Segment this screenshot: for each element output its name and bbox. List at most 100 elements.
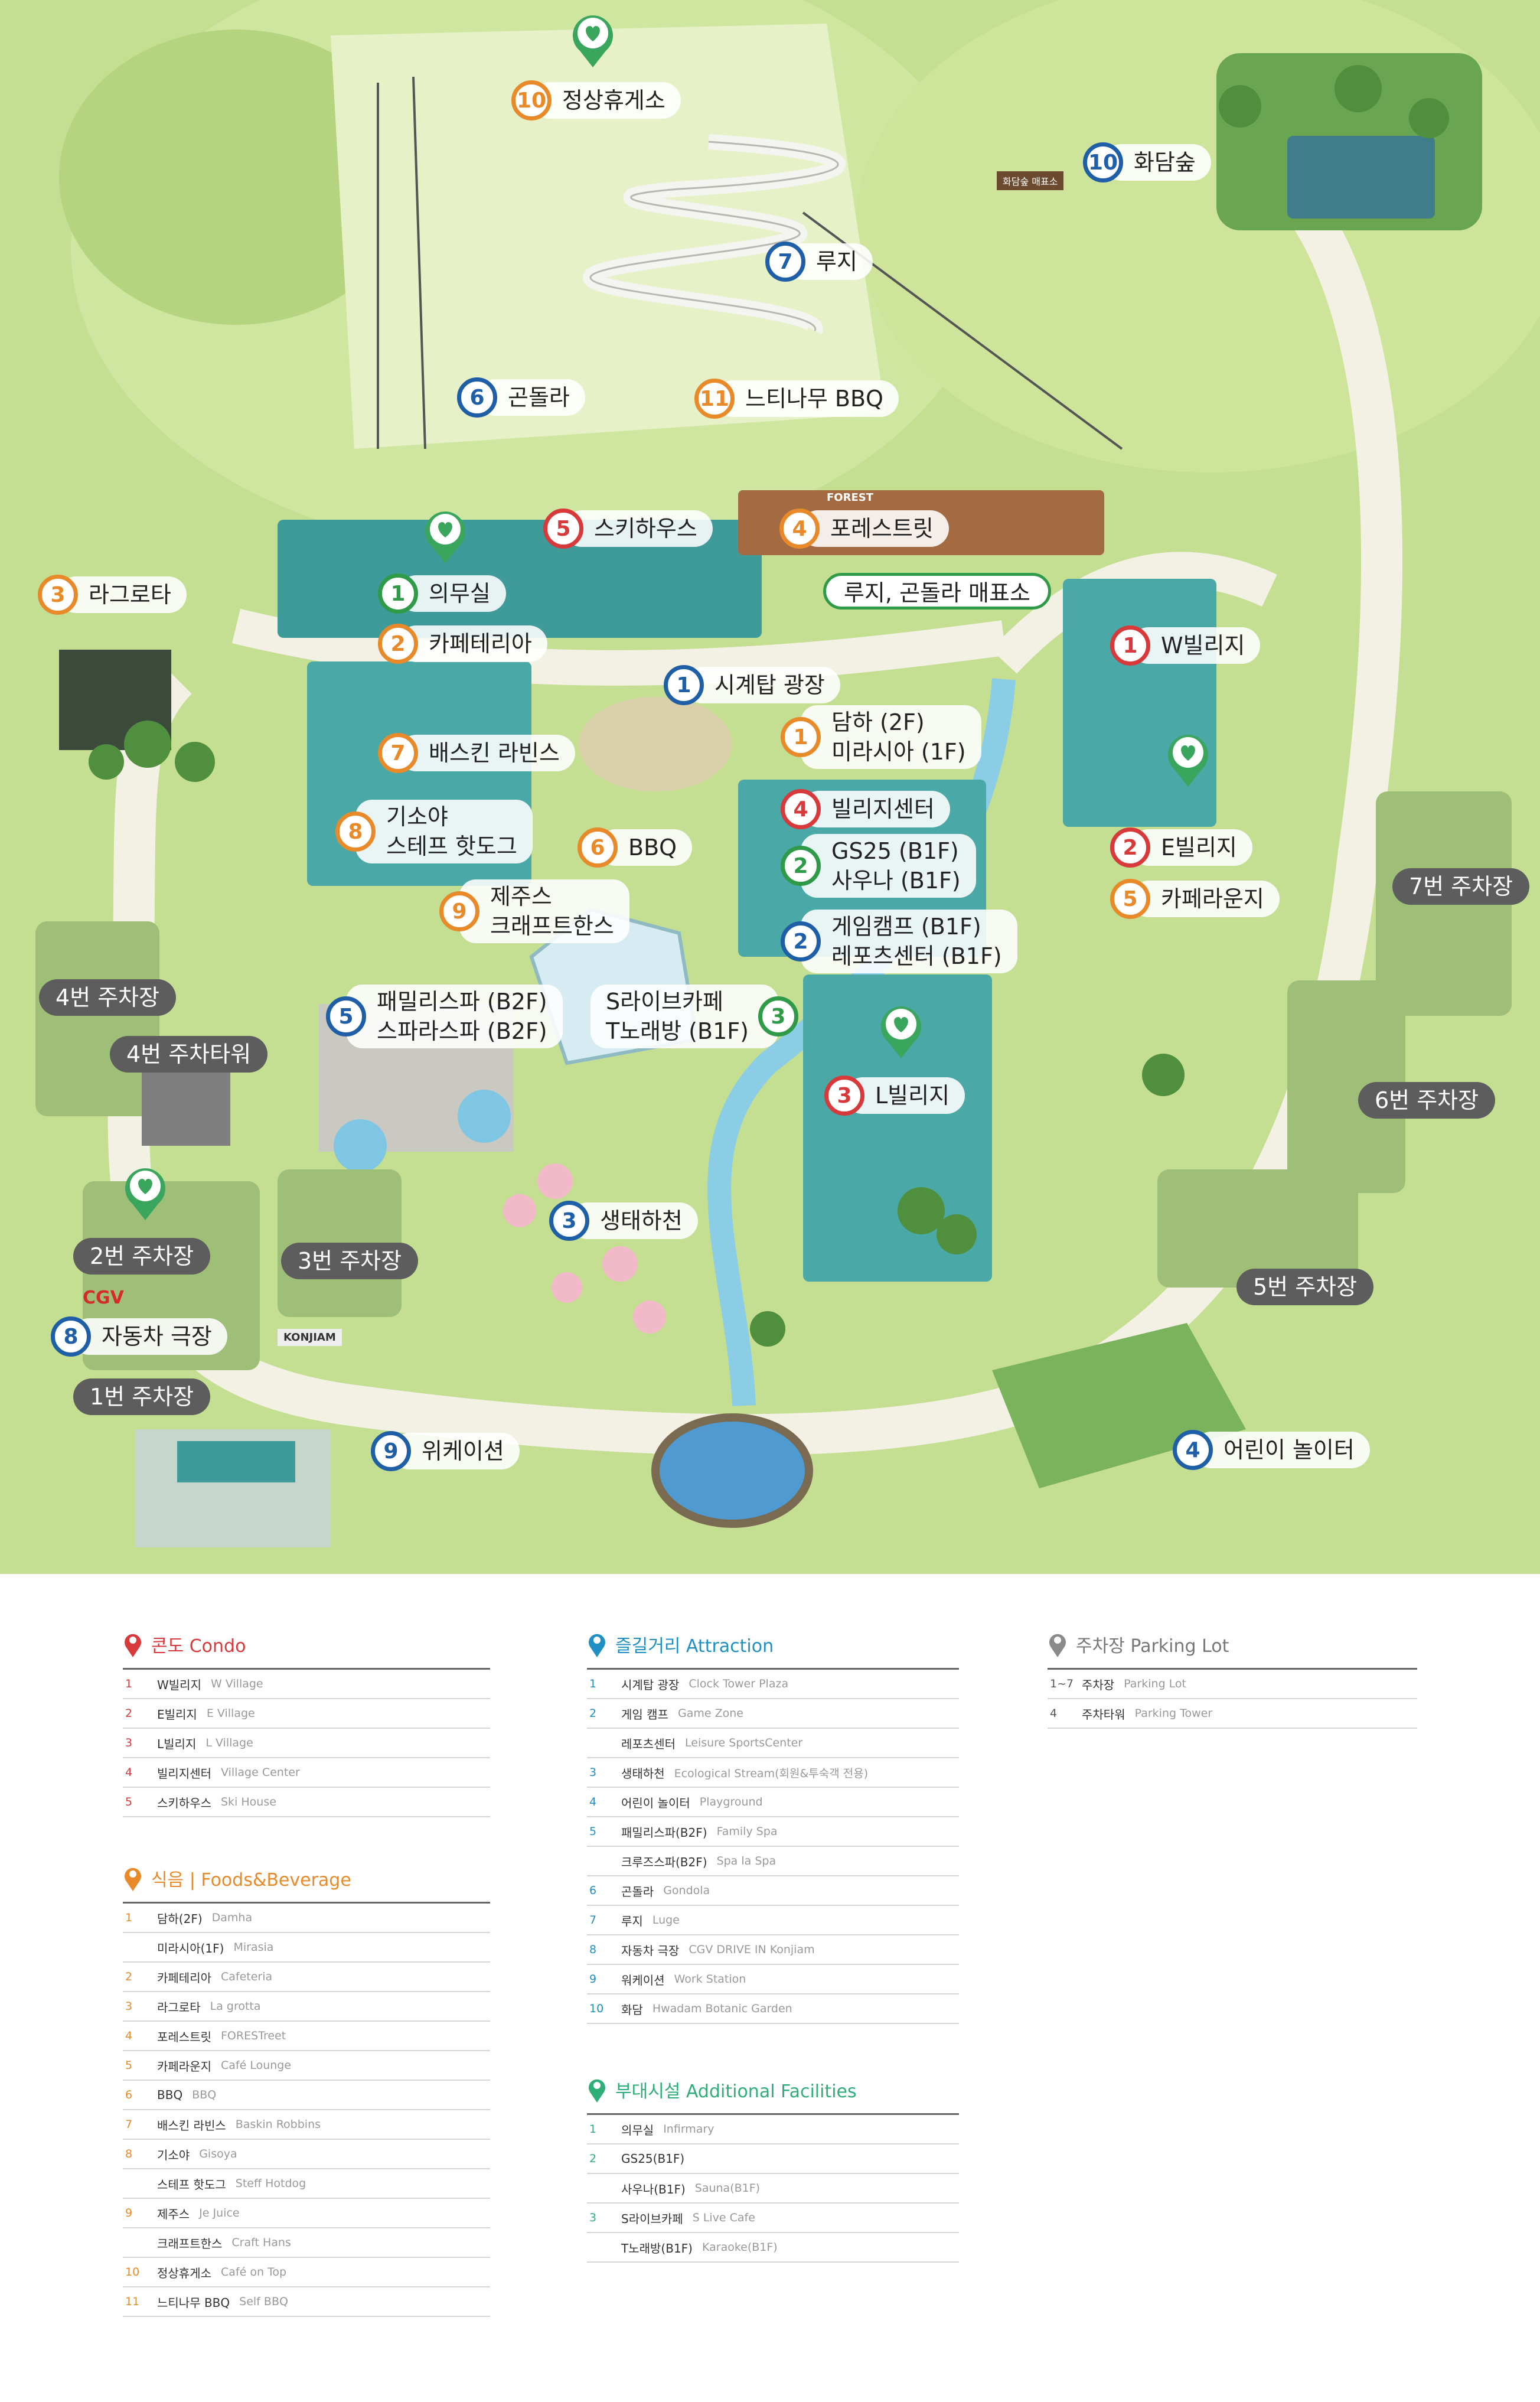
legend-row-english: Hwadam Botanic Garden xyxy=(652,2002,792,2015)
legend-row-english: Village Center xyxy=(221,1766,300,1779)
map-marker-food-7[interactable]: 7 배스킨 라빈스 xyxy=(378,732,575,774)
legend-row-english: FORESTreet xyxy=(221,2029,286,2042)
legend-row-number: 3 xyxy=(125,1736,133,1749)
map-marker-attraction-9[interactable]: 9 위케이션 xyxy=(371,1430,520,1472)
legend-title: 식음 | Foods&Beverage xyxy=(151,1870,351,1891)
map-marker-attraction-10[interactable]: 10 화담숲 xyxy=(1083,142,1211,183)
legend-title: 즐길거리 Attraction xyxy=(615,1636,774,1657)
map-marker-food-4[interactable]: 4 포레스트릿 xyxy=(779,508,949,549)
legend-row-korean: 스키하우스 xyxy=(157,1795,211,1810)
map-marker-attraction-6[interactable]: 6 곤돌라 xyxy=(457,377,585,418)
map-marker-food-2[interactable]: 2 카페테리아 xyxy=(378,623,547,664)
marker-number: 4 xyxy=(1173,1430,1213,1470)
legend-row-korean: 워케이션 xyxy=(621,1973,665,1987)
legend-row-korean: 배스킨 라빈스 xyxy=(157,2118,226,2133)
ticket-office-label[interactable]: 루지, 곤돌라 매표소 xyxy=(823,573,1051,610)
marker-number: 3 xyxy=(758,996,798,1037)
parking-label-7[interactable]: 7번 주차장 xyxy=(1392,868,1530,905)
legend-row-korean: 포레스트릿 xyxy=(157,2029,211,2044)
map-marker-condo-5[interactable]: 5 스키하우스 xyxy=(543,508,713,549)
map-marker-facility-1[interactable]: 1 의무실 xyxy=(378,573,506,614)
map-marker-attraction-5[interactable]: 5 패밀리스파 (B2F)스파라스파 (B2F) xyxy=(326,983,563,1050)
marker-number: 2 xyxy=(1110,827,1150,868)
parking-label-3[interactable]: 3번 주차장 xyxy=(281,1243,419,1279)
legend-row-number: 1 xyxy=(125,1911,133,1924)
map-marker-food-1[interactable]: 1 담하 (2F)미라시아 (1F) xyxy=(781,704,981,770)
parking-label-5[interactable]: 5번 주차장 xyxy=(1236,1269,1374,1305)
marker-number: 8 xyxy=(51,1316,91,1357)
parking-label-4[interactable]: 4번 주차장 xyxy=(39,979,177,1016)
map-marker-condo-4[interactable]: 4 빌리지센터 xyxy=(781,788,950,830)
legend-row: T노래방(B1F)Karaoke(B1F) xyxy=(587,2233,959,2263)
parking-tower-label-4[interactable]: 4번 주차타워 xyxy=(110,1036,268,1073)
marker-number: 5 xyxy=(1110,879,1150,919)
location-pin-icon xyxy=(1049,1634,1066,1657)
map-marker-food-5[interactable]: 5 카페라운지 xyxy=(1110,878,1280,920)
map-marker-condo-1[interactable]: 1 W빌리지 xyxy=(1110,625,1261,666)
legend-row-korean: 미라시아(1F) xyxy=(157,1941,224,1956)
legend-row-korean: 패밀리스파(B2F) xyxy=(621,1825,707,1840)
marker-number: 5 xyxy=(543,509,583,549)
marker-number: 2 xyxy=(781,846,821,886)
marker-number: 7 xyxy=(378,733,418,773)
legend-row-korean: 카페라운지 xyxy=(157,2059,211,2074)
parking-label-2[interactable]: 2번 주차장 xyxy=(73,1238,211,1275)
legend-row-english: Self BBQ xyxy=(239,2295,288,2308)
legend-row-number: 10 xyxy=(125,2266,140,2279)
marker-label: 느티나무 BBQ xyxy=(714,380,899,417)
marker-label: 포레스트릿 xyxy=(800,510,949,547)
map-marker-food-3[interactable]: 3 라그로타 xyxy=(38,574,187,615)
legend-row-english: Infirmary xyxy=(663,2123,714,2136)
infirmary-heart-icon xyxy=(125,1168,165,1220)
legend-row-korean: T노래방(B1F) xyxy=(621,2241,693,2256)
parking-label-6[interactable]: 6번 주차장 xyxy=(1358,1082,1496,1119)
legend-row-english: Ecological Stream(회원&투숙객 전용) xyxy=(674,1767,869,1780)
map-marker-attraction-2[interactable]: 2 게임캠프 (B1F)레포츠센터 (B1F) xyxy=(781,908,1017,975)
marker-label: 빌리지센터 xyxy=(801,791,950,827)
legend-row-number: 9 xyxy=(125,2207,133,2220)
map-marker-attraction-3[interactable]: 3 생태하천 xyxy=(549,1200,698,1241)
map-marker-condo-2[interactable]: 2 E빌리지 xyxy=(1110,827,1252,868)
map-marker-condo-3[interactable]: 3 L빌리지 xyxy=(824,1075,965,1116)
map-marker-attraction-4[interactable]: 4 어린이 놀이터 xyxy=(1173,1429,1370,1471)
map-marker-facility-2[interactable]: 2 GS25 (B1F)사우나 (B1F) xyxy=(781,833,976,899)
legend-row-english: Family Spa xyxy=(716,1825,778,1838)
map-marker-food-11[interactable]: 11 느티나무 BBQ xyxy=(694,378,899,419)
legend-row-number: 2 xyxy=(125,1970,133,1983)
marker-label: 배스킨 라빈스 xyxy=(398,735,575,771)
map-marker-attraction-7[interactable]: 7 루지 xyxy=(765,241,873,282)
map-marker-food-10[interactable]: 10 정상휴게소 xyxy=(511,80,681,121)
legend-row-korean: 레포츠센터 xyxy=(621,1736,676,1751)
legend-row-english: Cafeteria xyxy=(221,1970,273,1983)
map-marker-attraction-1[interactable]: 1 시계탑 광장 xyxy=(664,664,840,706)
marker-number: 6 xyxy=(457,377,497,418)
legend-row-korean: E빌리지 xyxy=(157,1707,197,1722)
legend-row-korean: 크루즈스파(B2F) xyxy=(621,1855,707,1869)
map-marker-food-6[interactable]: 6 BBQ xyxy=(578,827,693,868)
marker-label: 카페라운지 xyxy=(1130,881,1280,917)
parking-label-1[interactable]: 1번 주차장 xyxy=(73,1378,211,1415)
legend-row-english: Steff Hotdog xyxy=(235,2177,306,2190)
marker-number: 10 xyxy=(1083,142,1123,182)
legend-row-english: Café Lounge xyxy=(221,2059,292,2072)
legend-row-english: L Village xyxy=(205,1736,253,1749)
map-marker-attraction-8[interactable]: 8 자동차 극장 xyxy=(51,1316,227,1357)
